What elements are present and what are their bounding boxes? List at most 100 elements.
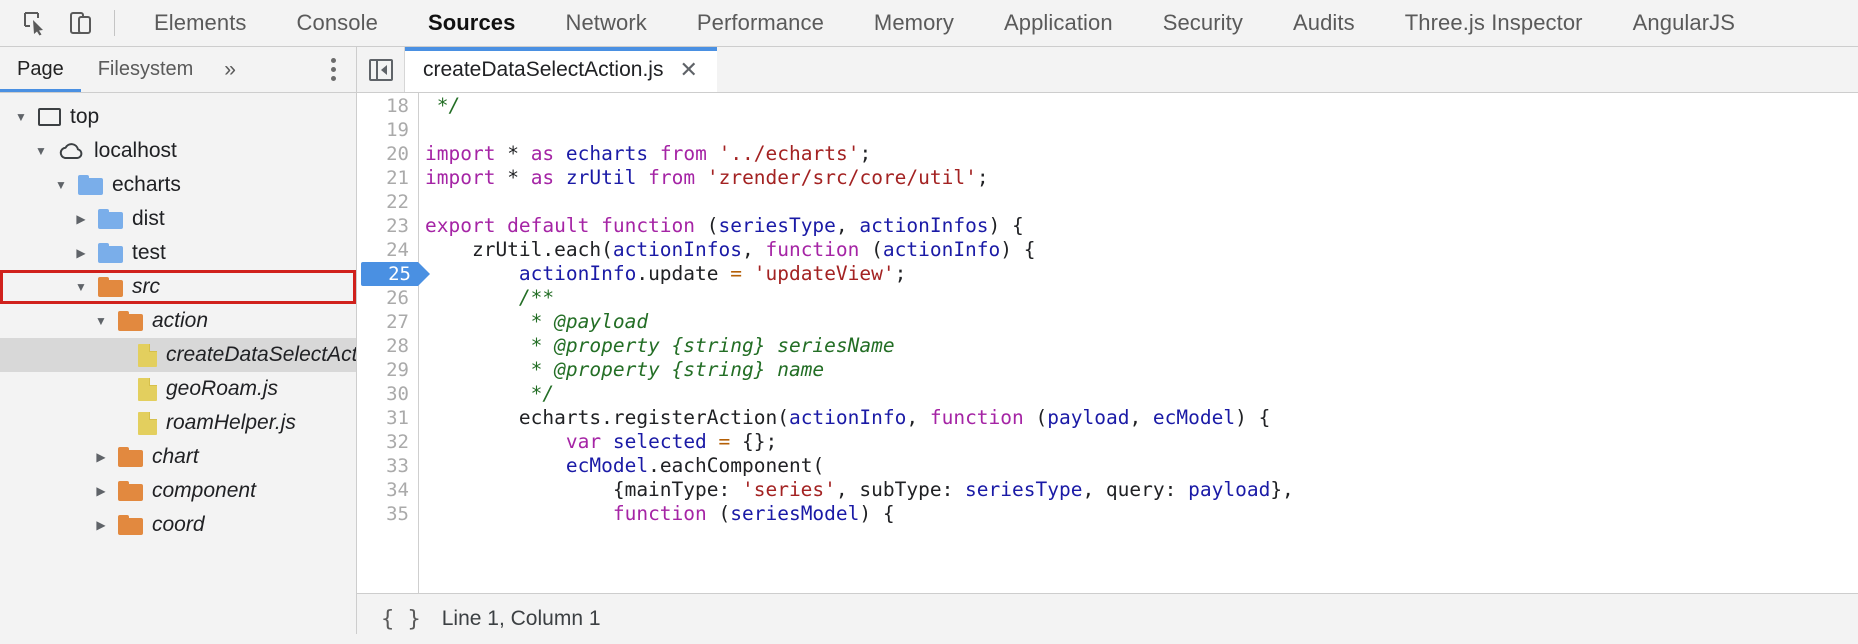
tree-item-label: test <box>132 241 166 264</box>
folder-blue-icon <box>78 173 103 197</box>
tab-sources[interactable]: Sources <box>427 10 516 35</box>
code-token-cmt: */ <box>425 382 555 405</box>
nav-tab-filesystem[interactable]: Filesystem <box>97 58 194 80</box>
chevron-right-icon[interactable] <box>70 212 92 226</box>
pretty-print-icon[interactable]: { } <box>381 606 421 632</box>
line-number[interactable]: 22 <box>386 191 409 213</box>
chevron-down-icon[interactable] <box>10 110 32 124</box>
tree-item-action[interactable]: action <box>0 304 356 338</box>
code-content[interactable]: */ import * as echarts from '../echarts'… <box>419 93 1858 644</box>
line-number[interactable]: 32 <box>386 431 409 453</box>
code-token-str: '../echarts' <box>718 142 860 165</box>
code-token-pl: ; <box>894 262 907 285</box>
line-number[interactable]: 31 <box>386 407 409 429</box>
code-token-id: echarts <box>565 142 649 165</box>
code-token-pl <box>425 454 566 477</box>
tab-application[interactable]: Application <box>1003 10 1113 35</box>
line-number[interactable]: 28 <box>386 335 409 357</box>
code-token-kw: var <box>565 430 602 453</box>
inspect-cursor-icon[interactable] <box>12 0 58 46</box>
tree-item-top[interactable]: top <box>0 100 356 134</box>
chevron-right-icon[interactable] <box>90 484 112 498</box>
tree-item-roamhelper-js[interactable]: roamHelper.js <box>0 406 356 440</box>
js-file-icon <box>138 377 157 401</box>
code-token-pl: {}; <box>730 430 778 453</box>
editor-file-tab[interactable]: createDataSelectAction.js ✕ <box>405 47 717 92</box>
line-number[interactable]: 20 <box>386 143 409 165</box>
line-number[interactable]: 21 <box>386 167 409 189</box>
code-token-pl <box>425 262 519 285</box>
code-token-id: ecModel <box>1152 406 1236 429</box>
line-number[interactable]: 24 <box>386 239 409 261</box>
line-number[interactable]: 33 <box>386 455 409 477</box>
line-number[interactable]: 30 <box>386 383 409 405</box>
tab-performance[interactable]: Performance <box>696 10 824 35</box>
line-number[interactable]: 23 <box>386 215 409 237</box>
code-token-str: 'zrender/src/core/util' <box>706 166 977 189</box>
nav-more-tabs-icon[interactable]: » <box>224 57 236 81</box>
code-token-pl: .eachComponent( <box>648 454 825 477</box>
line-number[interactable]: 19 <box>386 119 409 141</box>
chevron-down-icon[interactable] <box>30 144 52 158</box>
code-token-kw: import <box>425 166 496 189</box>
tab-memory[interactable]: Memory <box>873 10 954 35</box>
line-number[interactable]: 27 <box>386 311 409 333</box>
line-number[interactable]: 29 <box>386 359 409 381</box>
tree-item-src[interactable]: src <box>0 270 356 304</box>
line-number[interactable]: 26 <box>386 287 409 309</box>
code-line: var selected = {}; <box>425 430 1858 454</box>
code-token-pl: ( <box>859 238 883 261</box>
code-token-pl <box>601 430 613 453</box>
code-token-pl <box>707 430 719 453</box>
code-line <box>425 118 1858 142</box>
tab-audits[interactable]: Audits <box>1292 10 1355 35</box>
tree-item-dist[interactable]: dist <box>0 202 356 236</box>
tab-elements[interactable]: Elements <box>154 10 247 35</box>
code-line: {mainType: 'series', subType: seriesType… <box>425 478 1858 502</box>
line-number[interactable]: 18 <box>386 95 409 117</box>
chevron-down-icon[interactable] <box>50 178 72 192</box>
chevron-down-icon[interactable] <box>90 314 112 328</box>
tab-angularjs[interactable]: AngularJS <box>1632 10 1736 35</box>
code-token-pl <box>554 142 566 165</box>
code-line: * @property {string} seriesName <box>425 334 1858 358</box>
tree-item-echarts[interactable]: echarts <box>0 168 356 202</box>
tree-item-test[interactable]: test <box>0 236 356 270</box>
show-navigator-icon[interactable] <box>357 47 405 92</box>
more-options-icon[interactable] <box>327 52 340 87</box>
code-token-id: payload <box>1047 406 1130 429</box>
tree-item-georoam-js[interactable]: geoRoam.js <box>0 372 356 406</box>
tree-item-createdataselectaction-js[interactable]: createDataSelectAction.js <box>0 338 356 372</box>
tab-threejs-inspector[interactable]: Three.js Inspector <box>1404 10 1583 35</box>
tree-item-component[interactable]: component <box>0 474 356 508</box>
frame-icon <box>38 108 61 126</box>
nav-tab-page[interactable]: Page <box>0 47 81 92</box>
chevron-right-icon[interactable] <box>70 246 92 260</box>
chevron-right-icon[interactable] <box>90 450 112 464</box>
code-token-pl: .update <box>636 262 731 285</box>
tree-item-label: component <box>152 479 256 502</box>
chevron-right-icon[interactable] <box>90 518 112 532</box>
tree-item-localhost[interactable]: localhost <box>0 134 356 168</box>
code-token-id: actionInfo <box>882 238 1001 261</box>
tab-console[interactable]: Console <box>296 10 378 35</box>
code-token-id: seriesType <box>965 478 1083 501</box>
line-number[interactable]: 34 <box>386 479 409 501</box>
tree-item-chart[interactable]: chart <box>0 440 356 474</box>
code-line: */ <box>425 94 1858 118</box>
breakpoint-marker[interactable]: 25 <box>361 262 430 286</box>
chevron-down-icon[interactable] <box>70 280 92 294</box>
code-token-id: actionInfos <box>859 214 989 237</box>
tree-item-coord[interactable]: coord <box>0 508 356 542</box>
line-number[interactable]: 35 <box>386 503 409 525</box>
tree-item-label: action <box>152 309 209 332</box>
close-icon[interactable]: ✕ <box>679 56 698 82</box>
code-token-cmt: /** <box>425 286 555 309</box>
tab-network[interactable]: Network <box>565 10 647 35</box>
tab-security[interactable]: Security <box>1162 10 1243 35</box>
code-token-pl <box>707 142 719 165</box>
device-toolbar-icon[interactable] <box>58 0 104 46</box>
js-file-icon <box>138 411 157 435</box>
